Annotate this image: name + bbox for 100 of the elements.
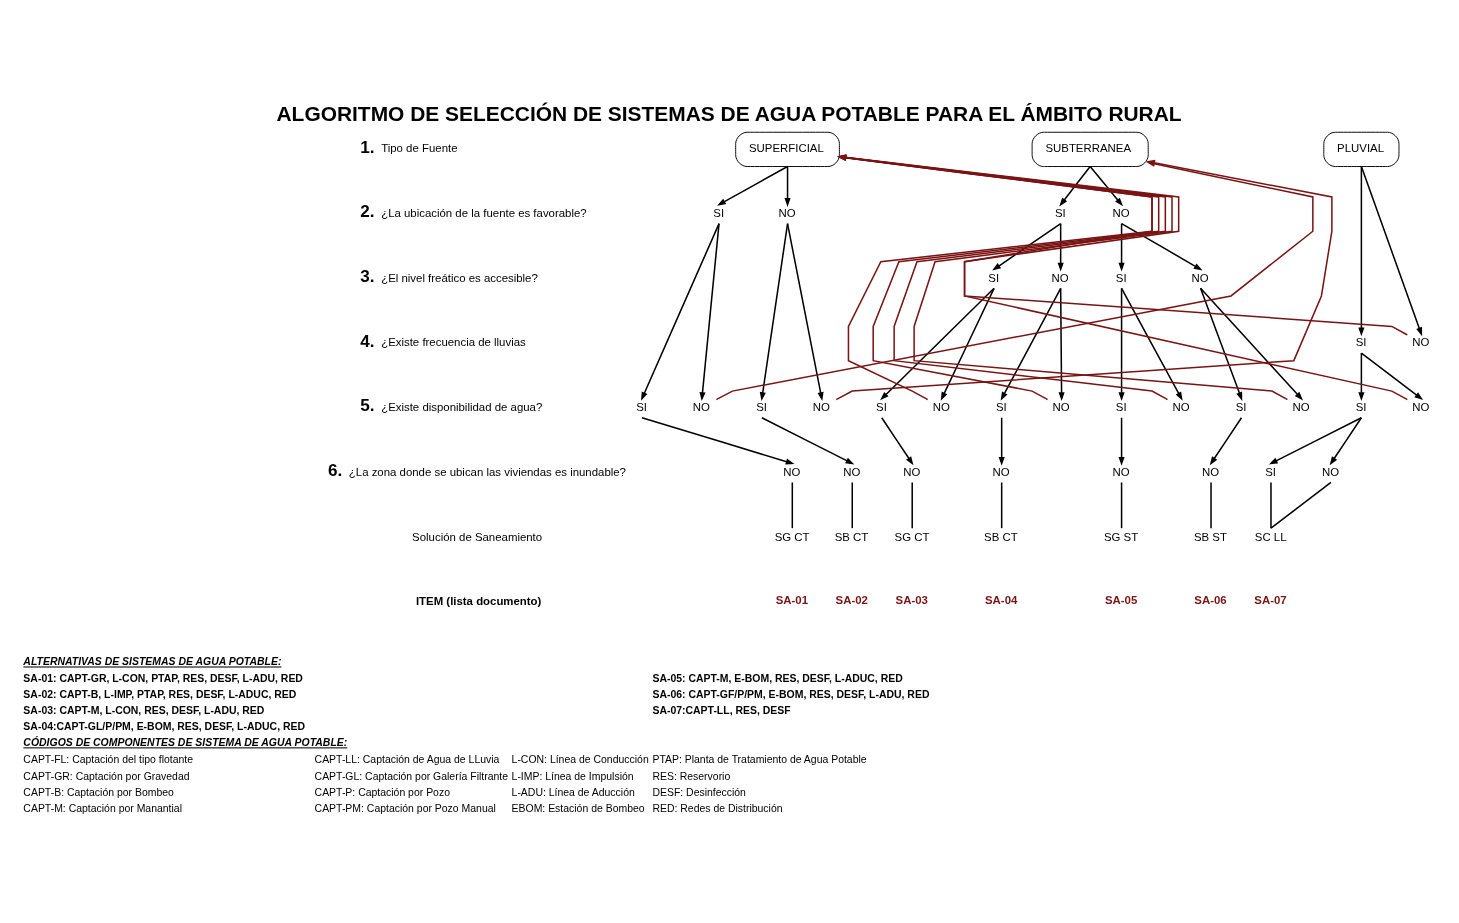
- label: CAPT-GL: Captación por Galería Filtrante: [314, 770, 509, 782]
- label: SA-03: [895, 593, 928, 606]
- label: CAPT-FL: Captación del tipo flotante: [23, 753, 194, 765]
- node-text: SG ST: [1103, 530, 1139, 543]
- arrow: [641, 416, 795, 464]
- label: SA-05: [1104, 593, 1138, 606]
- label: CAPT-P: Captación por Pozo: [314, 786, 450, 798]
- node-text: NO: [1292, 400, 1310, 413]
- arrow: [998, 416, 1005, 466]
- arrow: [1118, 416, 1125, 466]
- label: SA-06: [1194, 593, 1227, 606]
- label: RES: Reservorio: [652, 770, 731, 782]
- arrow: [1120, 287, 1183, 401]
- label: L-ADU: Línea de Aducción: [511, 786, 635, 798]
- label: SA-04: [985, 593, 1018, 606]
- label: RED: Redes de Distribución: [652, 802, 783, 814]
- arrow: [1358, 351, 1365, 401]
- label: SA-05: CAPT-M, E-BOM, RES, DESF, L-ADUC, RED: [652, 672, 903, 684]
- arrow: [1000, 287, 1062, 401]
- label: DESF: Desinfección: [652, 786, 746, 798]
- arrow: [940, 287, 995, 401]
- arrow: [880, 287, 995, 400]
- node-text: NO: [1412, 335, 1430, 348]
- node-text: NO: [1112, 206, 1130, 219]
- node-text: NO: [1201, 465, 1220, 478]
- arrow: [1057, 222, 1064, 272]
- node-text: SI: [1355, 335, 1367, 348]
- node-text: NO: [1191, 271, 1209, 284]
- label: SA-07:CAPT-LL, RES, DESF: [652, 704, 791, 716]
- diagram-title: ALGORITMO DE SELECCIÓN DE SISTEMAS DE AGUA POTABLE PARA EL ÁMBITO RURAL: [276, 101, 1182, 125]
- node-text: SI: [876, 400, 887, 413]
- node-text: SI: [756, 400, 767, 413]
- node-text: SB ST: [1193, 530, 1227, 543]
- arrow: [784, 165, 791, 207]
- node-text: NO: [1112, 465, 1130, 478]
- label: 3.: [360, 266, 375, 286]
- node-text: SI: [713, 206, 725, 219]
- label: SA-06: CAPT-GF/P/PM, E-BOM, RES, DESF, L-ADU, RED: [652, 688, 930, 700]
- node-text: NO: [1321, 465, 1339, 478]
- arrow: [786, 222, 824, 401]
- node-text: SC LL: [1254, 530, 1287, 543]
- arrow: [761, 416, 855, 464]
- label: ALTERNATIVAS DE SISTEMAS DE AGUA POTABLE:: [23, 655, 282, 667]
- label: SA-03: CAPT-M, L-CON, RES, DESF, L-ADU, RED: [23, 704, 265, 716]
- node-text: SB CT: [834, 530, 869, 543]
- node-text: SI: [636, 400, 648, 413]
- label: EBOM: Estación de Bombeo: [511, 802, 645, 814]
- connector: [1210, 481, 1212, 529]
- label: CAPT-PM: Captación por Pozo Manual: [314, 802, 496, 814]
- label: SA-01: [775, 593, 808, 606]
- label: 5.: [360, 395, 375, 415]
- arrow: [1058, 287, 1065, 401]
- node-text: NO: [1052, 400, 1070, 413]
- label: L-IMP: Línea de Impulsión: [511, 770, 634, 782]
- label: 4.: [360, 331, 375, 351]
- node-text: NO: [783, 465, 801, 478]
- label: 1.: [360, 137, 375, 157]
- connector: [1120, 481, 1123, 529]
- arrow: [1360, 165, 1423, 336]
- node-text: NO: [932, 400, 950, 413]
- connector: [1270, 481, 1272, 529]
- arrow: [837, 153, 1409, 400]
- label: 2.: [360, 201, 375, 221]
- connector: [1270, 481, 1332, 529]
- node-text: SI: [1265, 465, 1277, 478]
- label: ¿La zona donde se ubican las viviendas es inundable?: [348, 465, 626, 478]
- arrow: [1118, 222, 1125, 272]
- node-text: NO: [1172, 400, 1190, 413]
- label: SA-02: [835, 593, 868, 606]
- label: PTAP: Planta de Tratamiento de Agua Potable: [652, 753, 867, 765]
- label: ¿Existe disponibilidad de agua?: [381, 400, 543, 413]
- arrow: [992, 222, 1062, 271]
- label: 6.: [327, 460, 343, 480]
- node-text: NO: [992, 465, 1010, 478]
- label: Solución de Saneamiento: [412, 530, 543, 543]
- arrow: [1089, 165, 1124, 206]
- label: CAPT-M: Captación por Manantial: [23, 802, 182, 814]
- label: CÓDIGOS DE COMPONENTES DE SISTEMA DE AGUA POTABLE:: [23, 736, 348, 748]
- node-text: SI: [1235, 400, 1247, 413]
- arrow: [1199, 287, 1243, 401]
- arrow: [641, 222, 720, 401]
- label: CAPT-GR: Captación por Gravedad: [23, 770, 190, 782]
- node-text: NO: [1051, 271, 1069, 284]
- node-text: NO: [812, 400, 830, 413]
- node-box: PLUVIAL: [1323, 131, 1400, 167]
- connector: [911, 481, 913, 529]
- node-text: NO: [778, 206, 796, 219]
- node-text: SI: [1115, 271, 1127, 284]
- label: Tipo de Fuente: [381, 141, 458, 154]
- node-box: SUPERFICIAL: [735, 131, 840, 167]
- label: SA-02: CAPT-B, L-IMP, PTAP, RES, DESF, L-ADUC, RED: [23, 688, 297, 700]
- node-text: SI: [988, 271, 1000, 284]
- label: ¿Existe frecuencia de lluvias: [381, 335, 526, 348]
- arrow: [881, 416, 914, 465]
- arrow: [1360, 351, 1424, 400]
- arrow: [759, 222, 789, 401]
- node-text: NO: [843, 465, 861, 478]
- node-text: SI: [1355, 400, 1367, 413]
- arrow: [1118, 287, 1125, 401]
- label: SA-04:CAPT-GL/P/PM, E-BOM, RES, DESF, L-ADUC, RED: [23, 720, 306, 732]
